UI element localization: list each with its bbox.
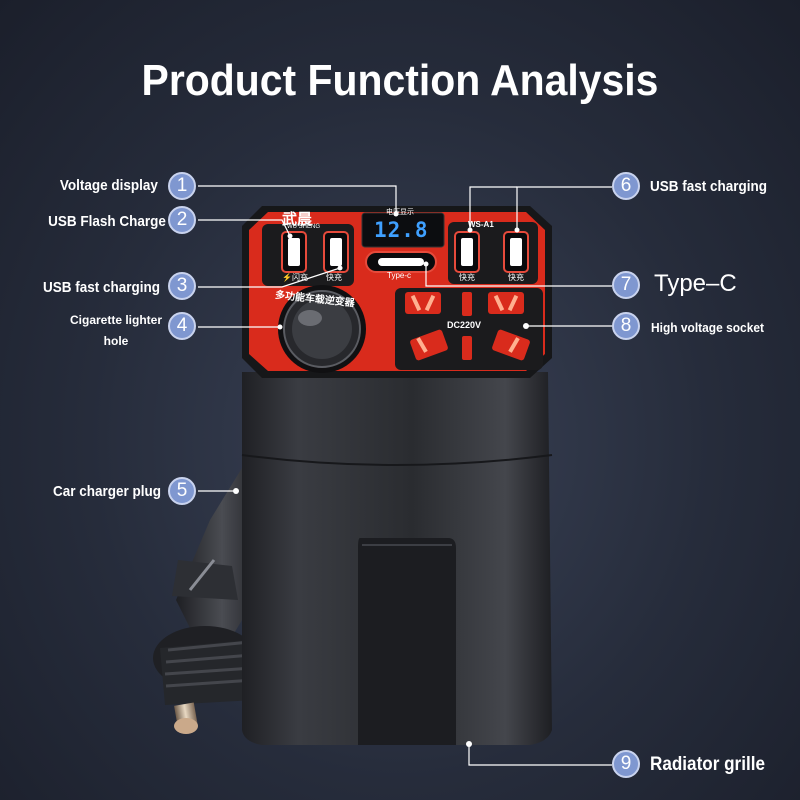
callout-5-badge: 5 (168, 477, 196, 505)
callout-5-label: Car charger plug (52, 483, 161, 500)
port-label-flash: ⚡闪充 (282, 273, 308, 282)
callout-1-badge: 1 (168, 172, 196, 200)
port-label-fast-left: 快充 (326, 273, 342, 282)
callout-6-badge: 6 (612, 172, 640, 200)
callout-2-badge: 2 (168, 206, 196, 234)
brand-logo: 武晨 (282, 210, 313, 228)
callout-8-badge: 8 (612, 312, 640, 340)
callout-4-badge: 4 (168, 312, 196, 340)
socket-label: DC220V (447, 320, 482, 330)
callout-2-label: USB Flash Charge (48, 213, 166, 230)
port-label-fast-right-1: 快充 (459, 273, 475, 282)
voltage-display-value: 12.8 (374, 218, 429, 242)
page-title: Product Function Analysis (141, 56, 659, 105)
display-caption: 电压显示 (386, 209, 414, 216)
plug-ribbed-collar (153, 626, 257, 705)
callout-9-badge: 9 (612, 750, 640, 778)
ac-sockets (405, 292, 530, 361)
callout-1-label: Voltage display (59, 177, 158, 194)
top-panel (242, 206, 552, 378)
brand-sub: WU SHENG (287, 224, 320, 230)
callout-7-label: Type–C (654, 270, 737, 297)
leader-lines (198, 185, 612, 766)
callout-9-label: Radiator grille (650, 754, 765, 775)
callout-3-badge: 3 (168, 272, 196, 300)
model-label: WS-A1 (468, 220, 494, 229)
leader-dots (233, 211, 529, 747)
typec-label: Type-c (387, 271, 412, 280)
callout-8-label: High voltage socket (651, 320, 764, 335)
callout-3-label: USB fast charging (42, 279, 160, 296)
callout-4-label: Cigarette lighter hole (69, 313, 162, 348)
device-body (241, 372, 553, 745)
callout-6-label: USB fast charging (650, 178, 768, 195)
port-label-fast-right-2: 快充 (508, 273, 524, 282)
callout-7-badge: 7 (612, 271, 640, 299)
